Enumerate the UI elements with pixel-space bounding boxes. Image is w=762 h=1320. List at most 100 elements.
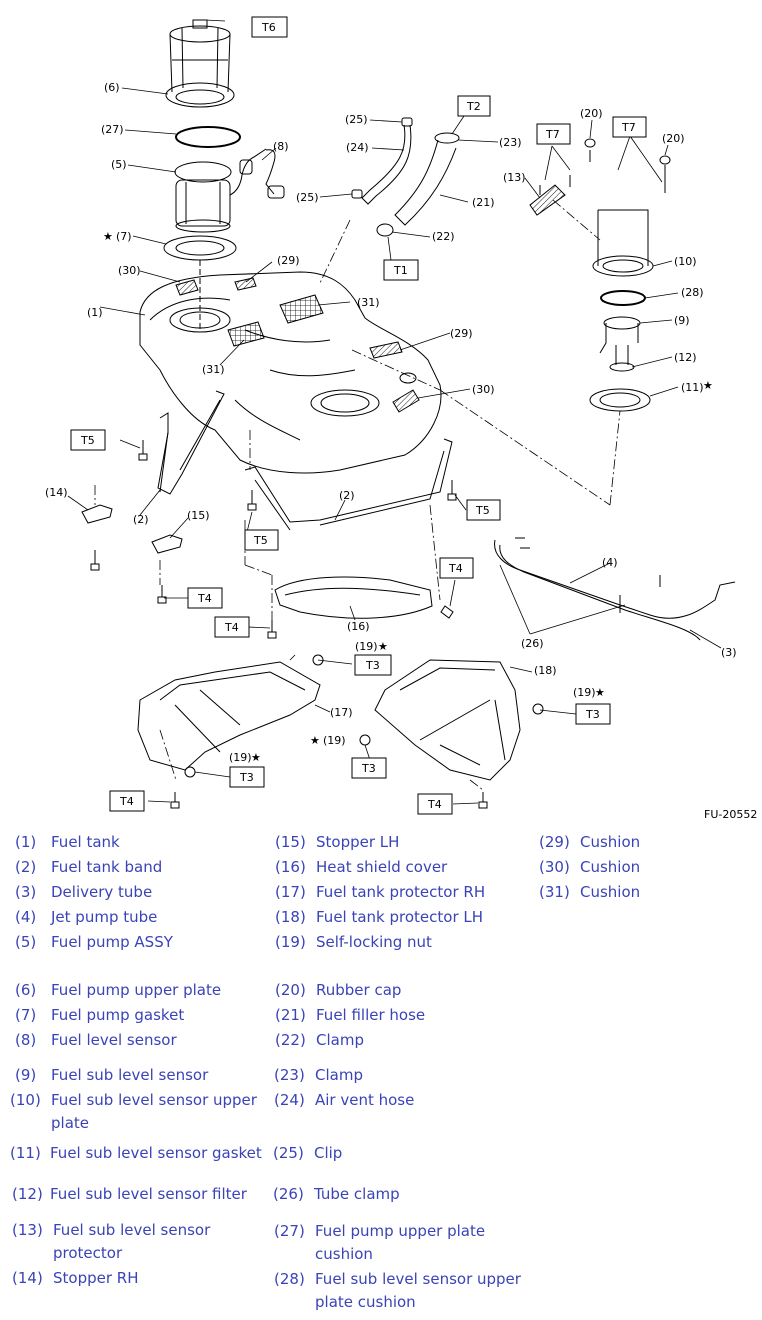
callout-label: (27) <box>101 123 124 136</box>
legend-part-name: Jet pump tube <box>51 908 158 926</box>
callout-label: (20) <box>662 132 685 145</box>
callout-label: (3) <box>721 646 737 659</box>
legend-part-name: Cushion <box>580 833 641 851</box>
torque-label: T3 <box>361 762 376 775</box>
cushion-30a <box>175 279 199 296</box>
torque-label: T4 <box>448 562 463 575</box>
legend-part-name: Fuel pump gasket <box>51 1006 185 1024</box>
callout-label: (4) <box>602 556 618 569</box>
callout-label: (17) <box>330 706 353 719</box>
callout-label: (2) <box>133 513 149 526</box>
cushion-31b <box>227 321 265 347</box>
legend-number: (7) <box>15 1006 37 1024</box>
legend-part-name: Cushion <box>580 858 641 876</box>
legend-part-name: Air vent hose <box>315 1091 415 1109</box>
legend-part-name: Fuel filler hose <box>316 1006 426 1024</box>
cushion-29a <box>234 277 257 291</box>
legend-number: (30) <box>539 858 570 876</box>
star-mark: ★ <box>595 686 605 699</box>
legend-number: (15) <box>275 833 306 851</box>
legend-number: (11) <box>10 1144 41 1162</box>
legend-part-name: Fuel pump upper plate <box>315 1222 486 1240</box>
fuel-pump-gasket-part <box>163 235 237 261</box>
legend-part-name: Fuel tank <box>51 833 120 851</box>
legend-number: (20) <box>275 981 306 999</box>
legend-part-name: Fuel sub level sensor filter <box>50 1185 247 1203</box>
legend-number: (24) <box>274 1091 305 1109</box>
legend-number: (16) <box>275 858 306 876</box>
star-mark: ★ <box>310 734 320 747</box>
cushion-31a <box>279 294 324 324</box>
stopper-lh-part <box>151 534 183 554</box>
callout-leaders <box>67 19 722 805</box>
legend-part-name: Stopper LH <box>316 833 400 851</box>
star-mark: ★ <box>103 230 113 243</box>
legend-part-name: Fuel sub level sensor gasket <box>50 1144 262 1162</box>
heat-shield-cover-part <box>274 576 433 619</box>
legend-number: (28) <box>274 1270 305 1288</box>
legend-part-name: Fuel pump upper plate <box>51 981 222 999</box>
callout-label: (29) <box>450 327 473 340</box>
callout-label: (9) <box>674 314 690 327</box>
callout-label: (19) <box>323 734 346 747</box>
callout-label: (14) <box>45 486 68 499</box>
torque-label: T5 <box>475 504 490 517</box>
callout-label: (22) <box>432 230 455 243</box>
callout-label: (30) <box>472 383 495 396</box>
pump-cushion-ring <box>175 126 241 148</box>
sub-level-sensor-part <box>599 316 641 372</box>
fuel-pump-assy-part <box>174 148 285 233</box>
bolts-group <box>90 440 488 809</box>
callout-label: (2) <box>339 489 355 502</box>
legend-part-name: Fuel tank protector RH <box>316 883 486 901</box>
legend-number: (2) <box>15 858 37 876</box>
torque-label: T5 <box>253 534 268 547</box>
legend-number: (10) <box>10 1091 41 1109</box>
legend-part-name: Fuel sub level sensor <box>51 1066 209 1084</box>
legend-part-name: cushion <box>315 1245 373 1263</box>
legend-part-name: Self-locking nut <box>316 933 432 951</box>
callout-label: (24) <box>346 141 369 154</box>
callout-label: (25) <box>296 191 319 204</box>
callout-label: (5) <box>111 158 127 171</box>
exploded-parts-diagram: T6 T2 T7 T7 T1 T5 T5 T5 T4 T4 T4 T3 T3 T… <box>45 16 757 821</box>
fuel-pump-upper-plate-part <box>165 19 235 108</box>
legend-number: (1) <box>15 833 37 851</box>
figure-code: FU-20552 <box>704 808 757 821</box>
callout-label: (10) <box>674 255 697 268</box>
callout-label: (19) <box>573 686 596 699</box>
legend-number: (5) <box>15 933 37 951</box>
legend-part-name: Rubber cap <box>316 981 402 999</box>
callout-label: (29) <box>277 254 300 267</box>
callout-label: (11) <box>681 381 704 394</box>
torque-label: T3 <box>239 771 254 784</box>
fuel-tank-band-part <box>157 390 453 531</box>
legend-number: (18) <box>275 908 306 926</box>
legend-part-name: Tube clamp <box>314 1185 400 1203</box>
callout-label: (28) <box>681 286 704 299</box>
legend-number: (17) <box>275 883 306 901</box>
legend-part-name: Clip <box>314 1144 343 1162</box>
sub-cushion-ring <box>600 290 646 306</box>
legend-part-name: Cushion <box>580 883 641 901</box>
legend-part-name: Fuel sub level sensor upper <box>315 1270 521 1288</box>
legend-part-name: Clamp <box>316 1031 364 1049</box>
stopper-rh-part <box>81 504 113 524</box>
torque-label: T7 <box>621 121 636 134</box>
legend-number: (27) <box>274 1222 305 1240</box>
legend-part-name: Fuel pump ASSY <box>51 933 173 951</box>
torque-label: T4 <box>224 621 239 634</box>
legend-number: (26) <box>273 1185 304 1203</box>
legend-number: (31) <box>539 883 570 901</box>
delivery-tube-part <box>494 537 736 641</box>
torque-label: T1 <box>393 264 408 277</box>
legend-number: (23) <box>274 1066 305 1084</box>
callout-label: (25) <box>345 113 368 126</box>
callout-label: (19) <box>229 751 252 764</box>
torque-label: T4 <box>197 592 212 605</box>
legend-number: (9) <box>15 1066 37 1084</box>
torque-label: T6 <box>261 21 276 34</box>
callout-label: (8) <box>273 140 289 153</box>
callout-label: (19) <box>355 640 378 653</box>
legend-part-name: Fuel sub level sensor upper <box>51 1091 257 1109</box>
